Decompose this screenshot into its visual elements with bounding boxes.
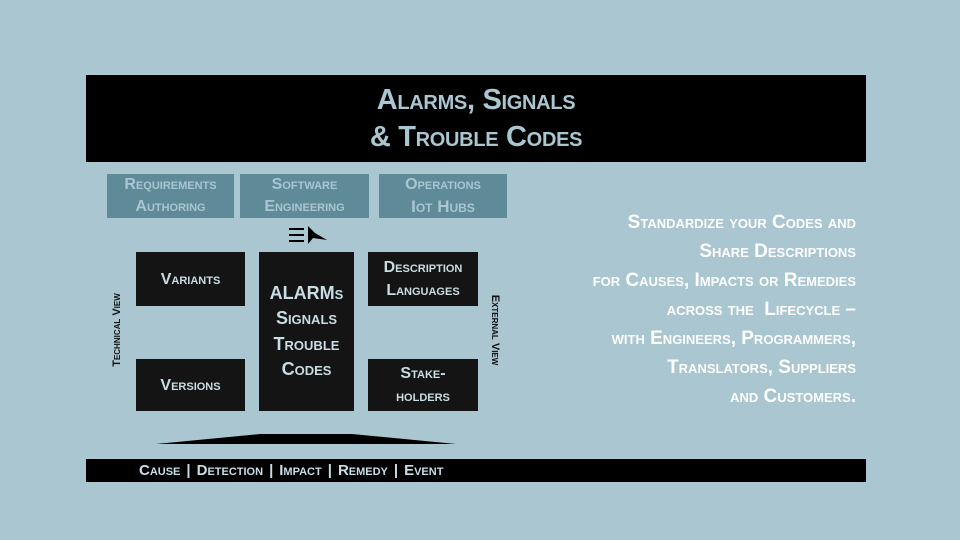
footer-item-cause: Cause	[139, 462, 181, 479]
operations-iot-hubs-box: Operations Iot Hubs	[379, 174, 507, 218]
description-line: Standardize your Codes and	[627, 212, 856, 233]
box-label: Trouble	[273, 333, 340, 354]
description-line: Share Descriptions	[699, 241, 856, 262]
footer-separator: |	[186, 462, 191, 479]
box-label: Engineering	[264, 198, 345, 215]
footer-separator: |	[327, 462, 332, 479]
description-line: with Engineers, Programmers,	[611, 328, 856, 349]
description-line: across the Lifecycle –	[666, 299, 856, 320]
stakeholders-box: Stake- holders	[368, 359, 478, 411]
box-label: Software	[271, 176, 338, 193]
center-alarms-box: ALARMs Signals Trouble Codes	[259, 252, 354, 411]
description-line: Translators, Suppliers	[667, 357, 856, 378]
pointer-arrow-icon	[289, 226, 327, 244]
box-label: Operations	[405, 176, 481, 193]
title-line-1: Alarms, Signals	[376, 83, 576, 116]
box-label: ALARMs	[269, 282, 344, 303]
box-label: Iot Hubs	[411, 197, 475, 216]
description-line: for Causes, Impacts or Remedies	[592, 270, 856, 291]
footer-separator: |	[269, 462, 274, 479]
description-text: Standardize your Codes and Share Descrip…	[593, 208, 856, 411]
title-banner: Alarms, Signals & Trouble Codes	[86, 75, 866, 162]
footer-item-detection: Detection	[196, 462, 264, 479]
requirements-authoring-box: Requirements Authoring	[107, 174, 234, 218]
variants-box: Variants	[136, 252, 245, 306]
box-label: Requirements	[124, 176, 217, 193]
box-label: Codes	[281, 359, 332, 379]
footer-item-impact: Impact	[279, 462, 322, 479]
box-label: holders	[396, 388, 450, 405]
box-label: Variants	[160, 270, 221, 288]
external-view-label: External View	[489, 294, 501, 366]
box-label: Signals	[275, 308, 338, 328]
description-line: and Customers.	[730, 386, 856, 407]
box-label: Stake-	[400, 365, 446, 382]
box-label: Authoring	[135, 198, 206, 215]
base-platform-shape	[156, 434, 456, 444]
footer-bar: Cause | Detection | Impact | Remedy | Ev…	[86, 459, 866, 482]
box-label: Versions	[160, 376, 221, 394]
footer-item-event: Event	[404, 462, 444, 479]
footer-item-remedy: Remedy	[337, 462, 388, 479]
box-label: Description	[383, 259, 463, 276]
title-line-2: & Trouble Codes	[369, 120, 583, 153]
technical-view-label: Technical View	[111, 293, 123, 367]
software-engineering-box: Software Engineering	[240, 174, 369, 218]
footer-separator: |	[393, 462, 399, 479]
description-languages-box: Description Languages	[368, 252, 478, 306]
box-label: Languages	[386, 282, 460, 299]
versions-box: Versions	[136, 359, 245, 411]
